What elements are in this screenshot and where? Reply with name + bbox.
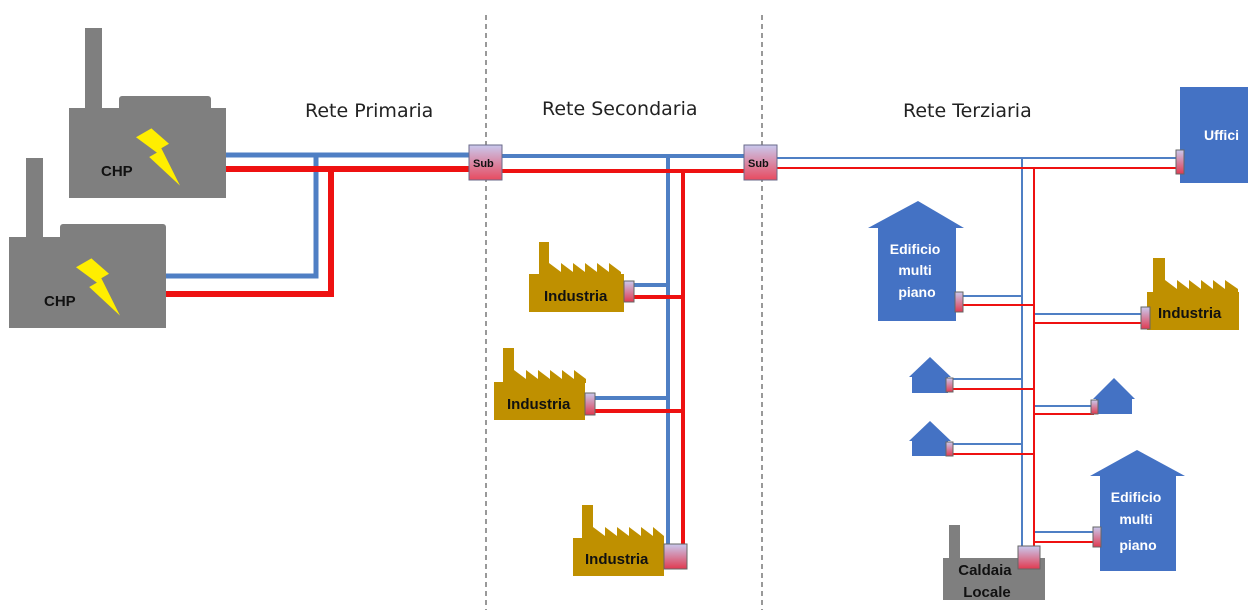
house-small-3: [909, 421, 954, 457]
factory-icon: [529, 242, 624, 312]
connector-icon: [623, 280, 635, 303]
house-icon: [909, 421, 951, 441]
building-label-1: Edificio multi piano: [890, 241, 944, 300]
secondary-supply-pipes: [502, 169, 744, 548]
tertiary-supply-pipes: [777, 167, 1176, 553]
connector-icon: [663, 543, 688, 570]
connector-icon: [1140, 306, 1151, 330]
section-title-secondary: Rete Secondaria: [542, 98, 698, 120]
connector-icon: [954, 291, 964, 313]
substation-label-1: Sub: [473, 158, 494, 170]
house-icon: [1093, 378, 1135, 399]
chp-label-2: CHP: [44, 293, 76, 310]
connector-icon: [1175, 149, 1185, 175]
chp-plant-2: CHP: [9, 158, 166, 328]
offices-label: Uffici: [1204, 127, 1239, 143]
connector-icon: [584, 392, 596, 416]
industry-secondary-1: Industria: [529, 242, 635, 312]
chp-label-1: CHP: [101, 163, 133, 180]
building-label-line: multi: [898, 262, 931, 278]
industry-label: Industria: [507, 396, 571, 413]
building-label-line: piano: [1119, 537, 1156, 553]
industry-label: Industria: [585, 551, 649, 568]
connector-icon: [945, 377, 954, 393]
industry-label: Industria: [1158, 305, 1222, 322]
industry-tertiary: Industria: [1140, 258, 1239, 330]
house-small-2: [1090, 378, 1135, 415]
factory-icon: [494, 348, 586, 420]
chp-plant-1: CHP: [69, 28, 226, 198]
tertiary-return-pipes: [777, 157, 1176, 553]
local-boiler-label: Caldaia Locale: [958, 562, 1016, 601]
factory-icon: [573, 505, 664, 576]
connector-icon: [1092, 526, 1102, 548]
primary-supply-pipes: [165, 166, 469, 297]
primary-return-pipes: [165, 152, 469, 279]
building-label-line: Edificio: [1111, 489, 1162, 505]
section-title-primary: Rete Primaria: [305, 100, 433, 122]
local-boiler: Caldaia Locale: [943, 525, 1045, 601]
substation-label-2: Sub: [748, 158, 769, 170]
substation-1: Sub: [468, 144, 503, 181]
house-icon: [909, 357, 951, 377]
connector-icon: [1017, 545, 1041, 570]
industry-label: Industria: [544, 288, 608, 305]
building-label-line: piano: [898, 284, 935, 300]
multi-storey-building-1: Edificio multi piano: [868, 201, 964, 321]
substation-icon: [468, 144, 503, 181]
multi-storey-building-2: Edificio multi piano: [1090, 450, 1185, 571]
local-boiler-label-line: Locale: [963, 584, 1011, 601]
connector-icon: [1090, 399, 1099, 415]
offices-building: Uffici: [1175, 87, 1248, 183]
house-icon: [868, 201, 964, 228]
local-boiler-label-line: Caldaia: [958, 562, 1012, 579]
secondary-return-pipes: [502, 154, 744, 548]
substation-2: Sub: [743, 144, 778, 181]
connector-icon: [945, 441, 954, 457]
building-label-2: Edificio multi piano: [1111, 489, 1165, 553]
factory-icon: [1147, 258, 1239, 330]
industry-secondary-3: Industria: [573, 505, 688, 576]
building-label-line: multi: [1119, 511, 1152, 527]
building-label-line: Edificio: [890, 241, 941, 257]
substation-icon: [743, 144, 778, 181]
house-small-1: [909, 357, 954, 393]
industry-secondary-2: Industria: [494, 348, 596, 420]
house-icon: [1090, 450, 1185, 476]
section-title-tertiary: Rete Terziaria: [903, 100, 1032, 122]
